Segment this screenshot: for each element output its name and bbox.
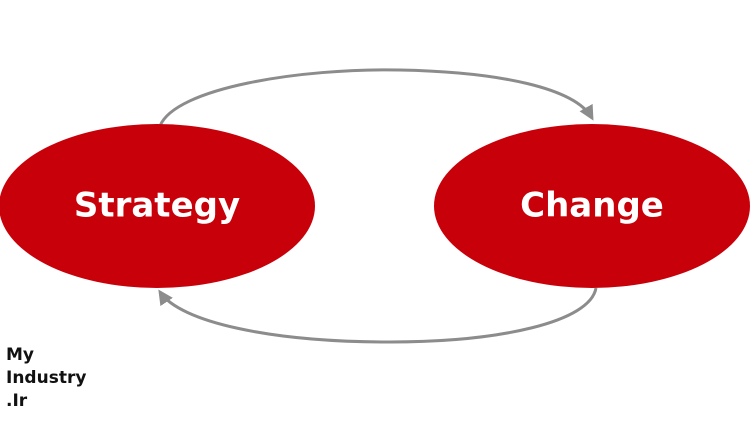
watermark-line-2: Industry xyxy=(6,368,87,388)
node-change: Change xyxy=(434,124,750,288)
node-change-label: Change xyxy=(520,186,664,226)
arrow-change-to-strategy xyxy=(158,287,598,344)
node-strategy: Strategy xyxy=(0,124,315,288)
node-change-shape xyxy=(434,124,750,288)
arrow-strategy-to-change xyxy=(158,68,594,127)
watermark-logo: My Industry .Ir xyxy=(6,344,86,413)
node-strategy-label: Strategy xyxy=(74,186,240,226)
watermark-line-3: .Ir xyxy=(6,391,28,411)
watermark-line-1: My xyxy=(6,345,34,365)
node-strategy-shape xyxy=(0,124,315,288)
